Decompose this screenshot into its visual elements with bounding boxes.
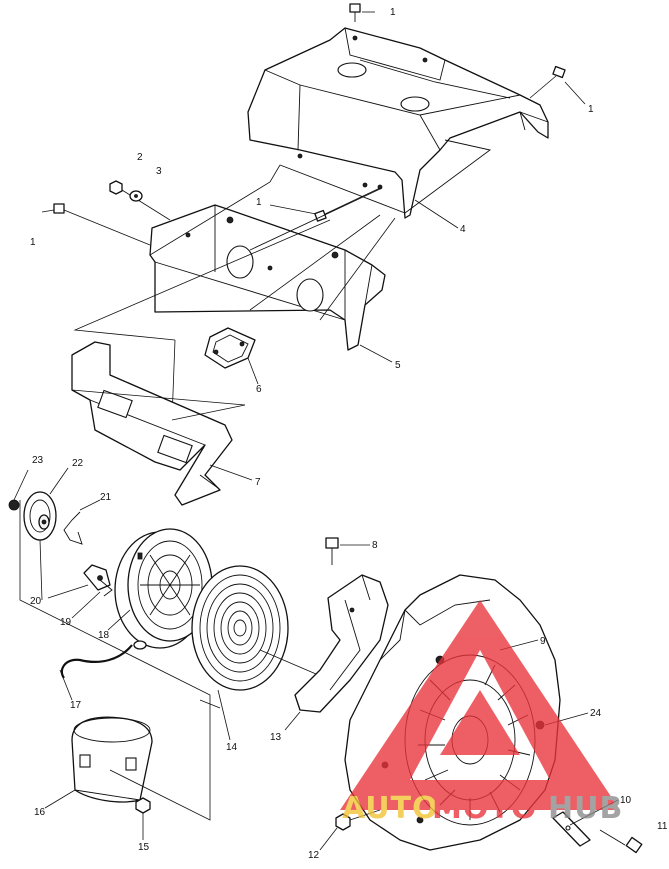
callout-7: 7	[255, 477, 261, 488]
callout-labels: 1 1 1 1 2 3 4 5 6 7 8 9 10 11 12 13 14 1…	[30, 7, 668, 861]
callout-23: 23	[32, 455, 44, 466]
screw-15	[135, 797, 151, 814]
automotohub-watermark: AUTO MOTO HUB	[340, 600, 623, 826]
callout-21: 21	[100, 492, 112, 503]
callout-1-mid: 1	[256, 197, 262, 208]
watermark-text-hub: HUB	[548, 791, 623, 826]
plate-10	[552, 811, 591, 847]
starter-rope-17	[60, 640, 147, 679]
callout-17: 17	[70, 700, 82, 711]
recoil-spring-14	[191, 565, 289, 691]
callout-5: 5	[395, 360, 401, 371]
bolt-left	[53, 203, 151, 246]
pawl-spring-19	[99, 579, 113, 597]
baffle-13	[294, 574, 389, 713]
spring-21	[63, 511, 83, 545]
screw-23	[8, 499, 20, 511]
callout-16: 16	[34, 807, 46, 818]
callout-13: 13	[270, 732, 282, 743]
callout-8: 8	[372, 540, 378, 551]
starter-cam-22	[23, 491, 57, 541]
bolt-8	[325, 537, 339, 565]
pawl-20	[83, 564, 111, 591]
bolt-11	[599, 829, 643, 854]
callout-11: 11	[657, 821, 668, 832]
starter-reel-18	[114, 528, 213, 649]
watermark-text-moto: MOTO	[432, 791, 537, 826]
callout-3: 3	[156, 166, 162, 177]
exhaust-bracket-7	[71, 341, 246, 506]
callout-22: 22	[72, 458, 84, 469]
callout-15: 15	[138, 842, 150, 853]
washer-3	[129, 190, 143, 202]
bolt-12	[335, 809, 381, 831]
callout-19: 19	[60, 617, 72, 628]
callout-10: 10	[620, 795, 632, 806]
callout-24: 24	[590, 708, 602, 719]
callout-18: 18	[98, 630, 110, 641]
lower-engine-shroud	[149, 204, 386, 351]
starter-cup-16	[71, 716, 153, 803]
callout-20: 20	[30, 596, 42, 607]
callout-4: 4	[460, 224, 466, 235]
watermark-triangle-logo	[340, 600, 620, 810]
watermark-text-auto: AUTO	[342, 791, 439, 826]
callout-9: 9	[540, 636, 546, 647]
callout-1-left: 1	[30, 237, 36, 248]
callout-leaders	[13, 11, 619, 851]
callout-6: 6	[256, 384, 262, 395]
callout-1-top: 1	[390, 7, 396, 18]
callout-14: 14	[226, 742, 238, 753]
callout-12: 12	[308, 850, 320, 861]
callout-1-right: 1	[588, 104, 594, 115]
gasket-6	[204, 327, 256, 369]
bolt-top-center	[349, 3, 361, 22]
upper-engine-shroud	[247, 27, 549, 219]
callout-2: 2	[137, 152, 143, 163]
bolt-top-right	[529, 65, 566, 99]
